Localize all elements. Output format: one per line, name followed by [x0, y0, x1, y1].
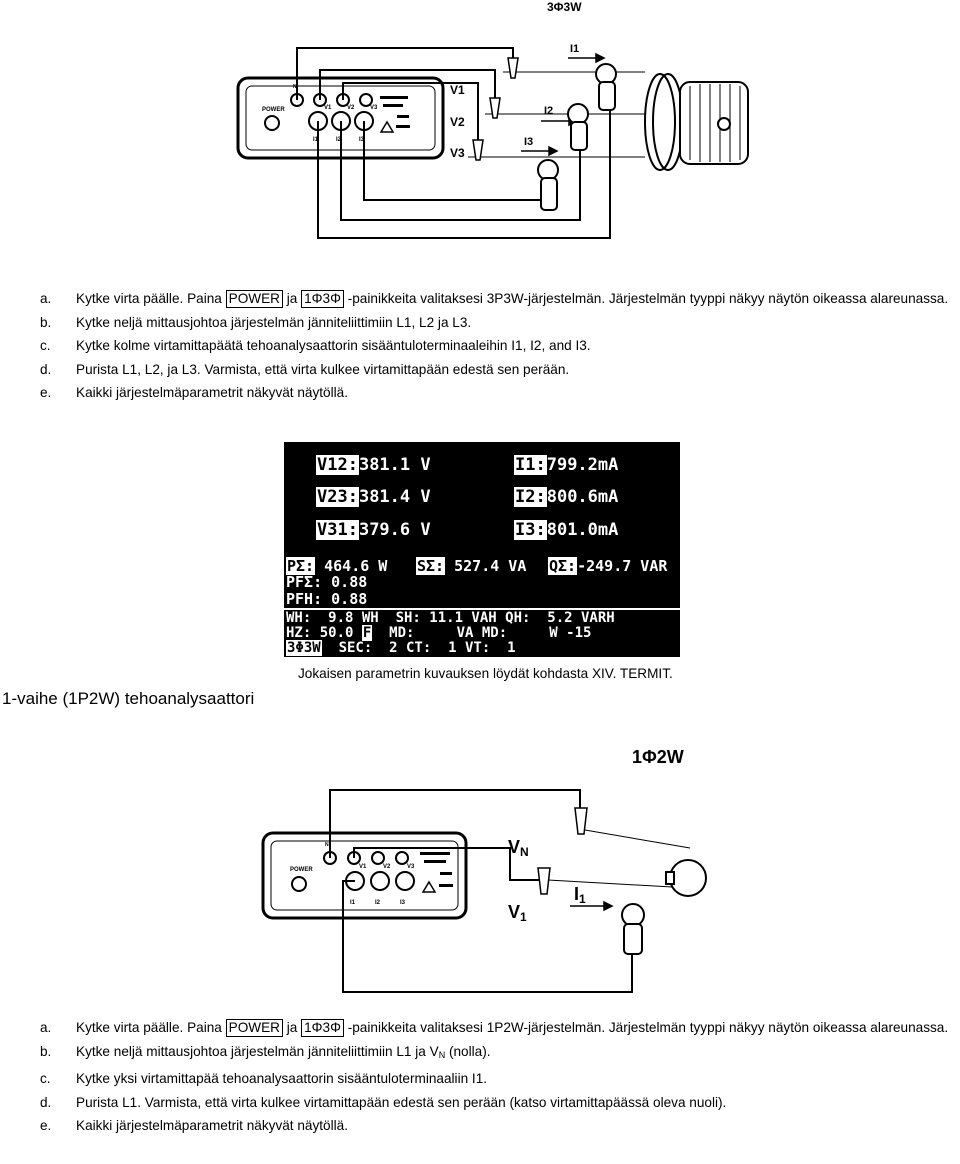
steps-3p3w: a. Kytke virta päälle. Paina POWER ja 1Φ… [40, 287, 960, 405]
power-button-icon [291, 876, 307, 892]
svg-text:V1: V1 [324, 105, 332, 111]
svg-text:I2: I2 [375, 900, 381, 906]
lcd-row-system: 3Φ3W SEC: 2 CT: 1 VT: 1 [286, 640, 516, 656]
line-label-vn: VN [508, 837, 529, 859]
svg-text:I3: I3 [400, 900, 406, 906]
phase-button-label: 1Φ3Φ [301, 290, 344, 308]
current-clamp-icons [621, 903, 645, 955]
lcd-row-p: PΣ: 464.6 W [286, 557, 388, 575]
svg-text:I1: I1 [313, 137, 319, 143]
steps-1p2w: a. Kytke virta päälle. Paina POWER ja 1Φ… [40, 1016, 960, 1138]
lcd-caption: Jokaisen parametrin kuvauksen löydät koh… [298, 666, 673, 681]
line-label-v1: V1 [450, 83, 465, 97]
voltage-leads [296, 47, 645, 158]
wiring-diagram-1p2w: 1Φ2W POWER N V1 V2 V3 I1 I2 I3 [261, 747, 707, 993]
power-button-label: POWER [225, 290, 283, 308]
svg-text:N: N [293, 84, 297, 90]
svg-text:V2: V2 [347, 105, 355, 111]
wiring-diagram-3p3w: 3Φ3W POWER N V1 V2 V3 I1 I2 I3 [236, 0, 749, 239]
current-clamp-icons [537, 63, 617, 211]
lcd-row-v31: V31:379.6 V [316, 520, 431, 540]
lcd-display: V12:381.1 V I1:799.2mA V23:381.4 V I2:80… [284, 442, 680, 657]
step-e: e. Kaikki järjestelmäparametrit näkyvät … [40, 1118, 348, 1134]
step-d: d. Purista L1, L2, ja L3. Varmista, että… [40, 361, 570, 377]
analyser-panel: POWER N V1 V2 V3 I1 I2 I3 [236, 76, 445, 160]
lcd-row-pf: PFΣ: 0.88 [286, 573, 368, 591]
svg-text:V2: V2 [383, 864, 391, 870]
current-arrow [570, 900, 614, 912]
lcd-row-energy: WH: 9.8 WH SH: 11.1 VAH QH: 5.2 VARH [286, 610, 615, 626]
svg-text:I2: I2 [336, 137, 342, 143]
step-b: b. Kytke neljä mittausjohtoa järjestelmä… [40, 314, 472, 330]
lcd-row-i1: I1:799.2mA [514, 455, 619, 475]
step-c: c. Kytke kolme virtamittapäätä tehoanaly… [40, 338, 591, 354]
svg-text:I1: I1 [350, 900, 356, 906]
line-label-v1: V1 [508, 902, 527, 924]
step-a: a. Kytke virta päälle. Paina POWER ja 1Φ… [40, 1019, 949, 1037]
section-title: 1-vaihe (1P2W) tehoanalysaattori [2, 689, 255, 708]
current-label-i3: I3 [524, 136, 533, 148]
diagram-title: 3Φ3W [547, 0, 582, 14]
svg-text:V3: V3 [407, 864, 415, 870]
lcd-row-i2: I2:800.6mA [514, 487, 619, 507]
svg-text:POWER: POWER [262, 107, 285, 113]
line-label-v2: V2 [450, 115, 465, 129]
current-label-i2: I2 [544, 105, 553, 117]
current-label-i1: I1 [574, 884, 586, 906]
step-e: e. Kaikki järjestelmäparametrit näkyvät … [40, 385, 348, 401]
svg-text:I3: I3 [359, 137, 365, 143]
lcd-row-s: SΣ: 527.4 VA [416, 557, 527, 575]
step-a: a. Kytke virta päälle. Paina POWER ja 1Φ… [40, 290, 949, 308]
lcd-row-q: QΣ:-249.7 VAR [548, 557, 668, 575]
lcd-row-v12: V12:381.1 V [316, 455, 431, 475]
system-type-indicator: 3Φ3W [286, 640, 322, 656]
motor-icon [644, 73, 749, 171]
step-b: b. Kytke neljä mittausjohtoa järjestelmä… [40, 1043, 491, 1060]
svg-text:N: N [325, 842, 329, 848]
lcd-row-pfh: PFH: 0.88 [286, 590, 368, 608]
line-label-v3: V3 [450, 146, 465, 160]
alligator-clip-icons [472, 57, 519, 161]
svg-text:V3: V3 [370, 105, 378, 111]
phase-button-label: 1Φ3Φ [301, 1019, 344, 1037]
voltage-leads [329, 789, 691, 889]
power-button-icon [264, 115, 280, 131]
step-c: c. Kytke yksi virtamittapää tehoanalysaa… [40, 1071, 488, 1087]
current-label-i1: I1 [570, 43, 579, 55]
power-button-label: POWER [225, 1019, 283, 1037]
analyser-panel: POWER N V1 V2 V3 I1 I2 I3 [261, 831, 468, 920]
lamp-icon [665, 859, 707, 897]
svg-text:POWER: POWER [290, 867, 313, 873]
current-arrows [521, 52, 606, 157]
svg-text:V1: V1 [359, 864, 367, 870]
lcd-row-v23: V23:381.4 V [316, 487, 431, 507]
lcd-row-frequency: HZ: 50.0 F MD: VA MD: W -15 [286, 625, 592, 641]
diagram-title: 1Φ2W [632, 747, 684, 767]
current-leads [342, 880, 633, 993]
step-d: d. Purista L1. Varmista, että virta kulk… [40, 1094, 727, 1110]
lcd-row-i3: I3:801.0mA [514, 520, 619, 540]
alligator-clip-icons [537, 807, 588, 895]
